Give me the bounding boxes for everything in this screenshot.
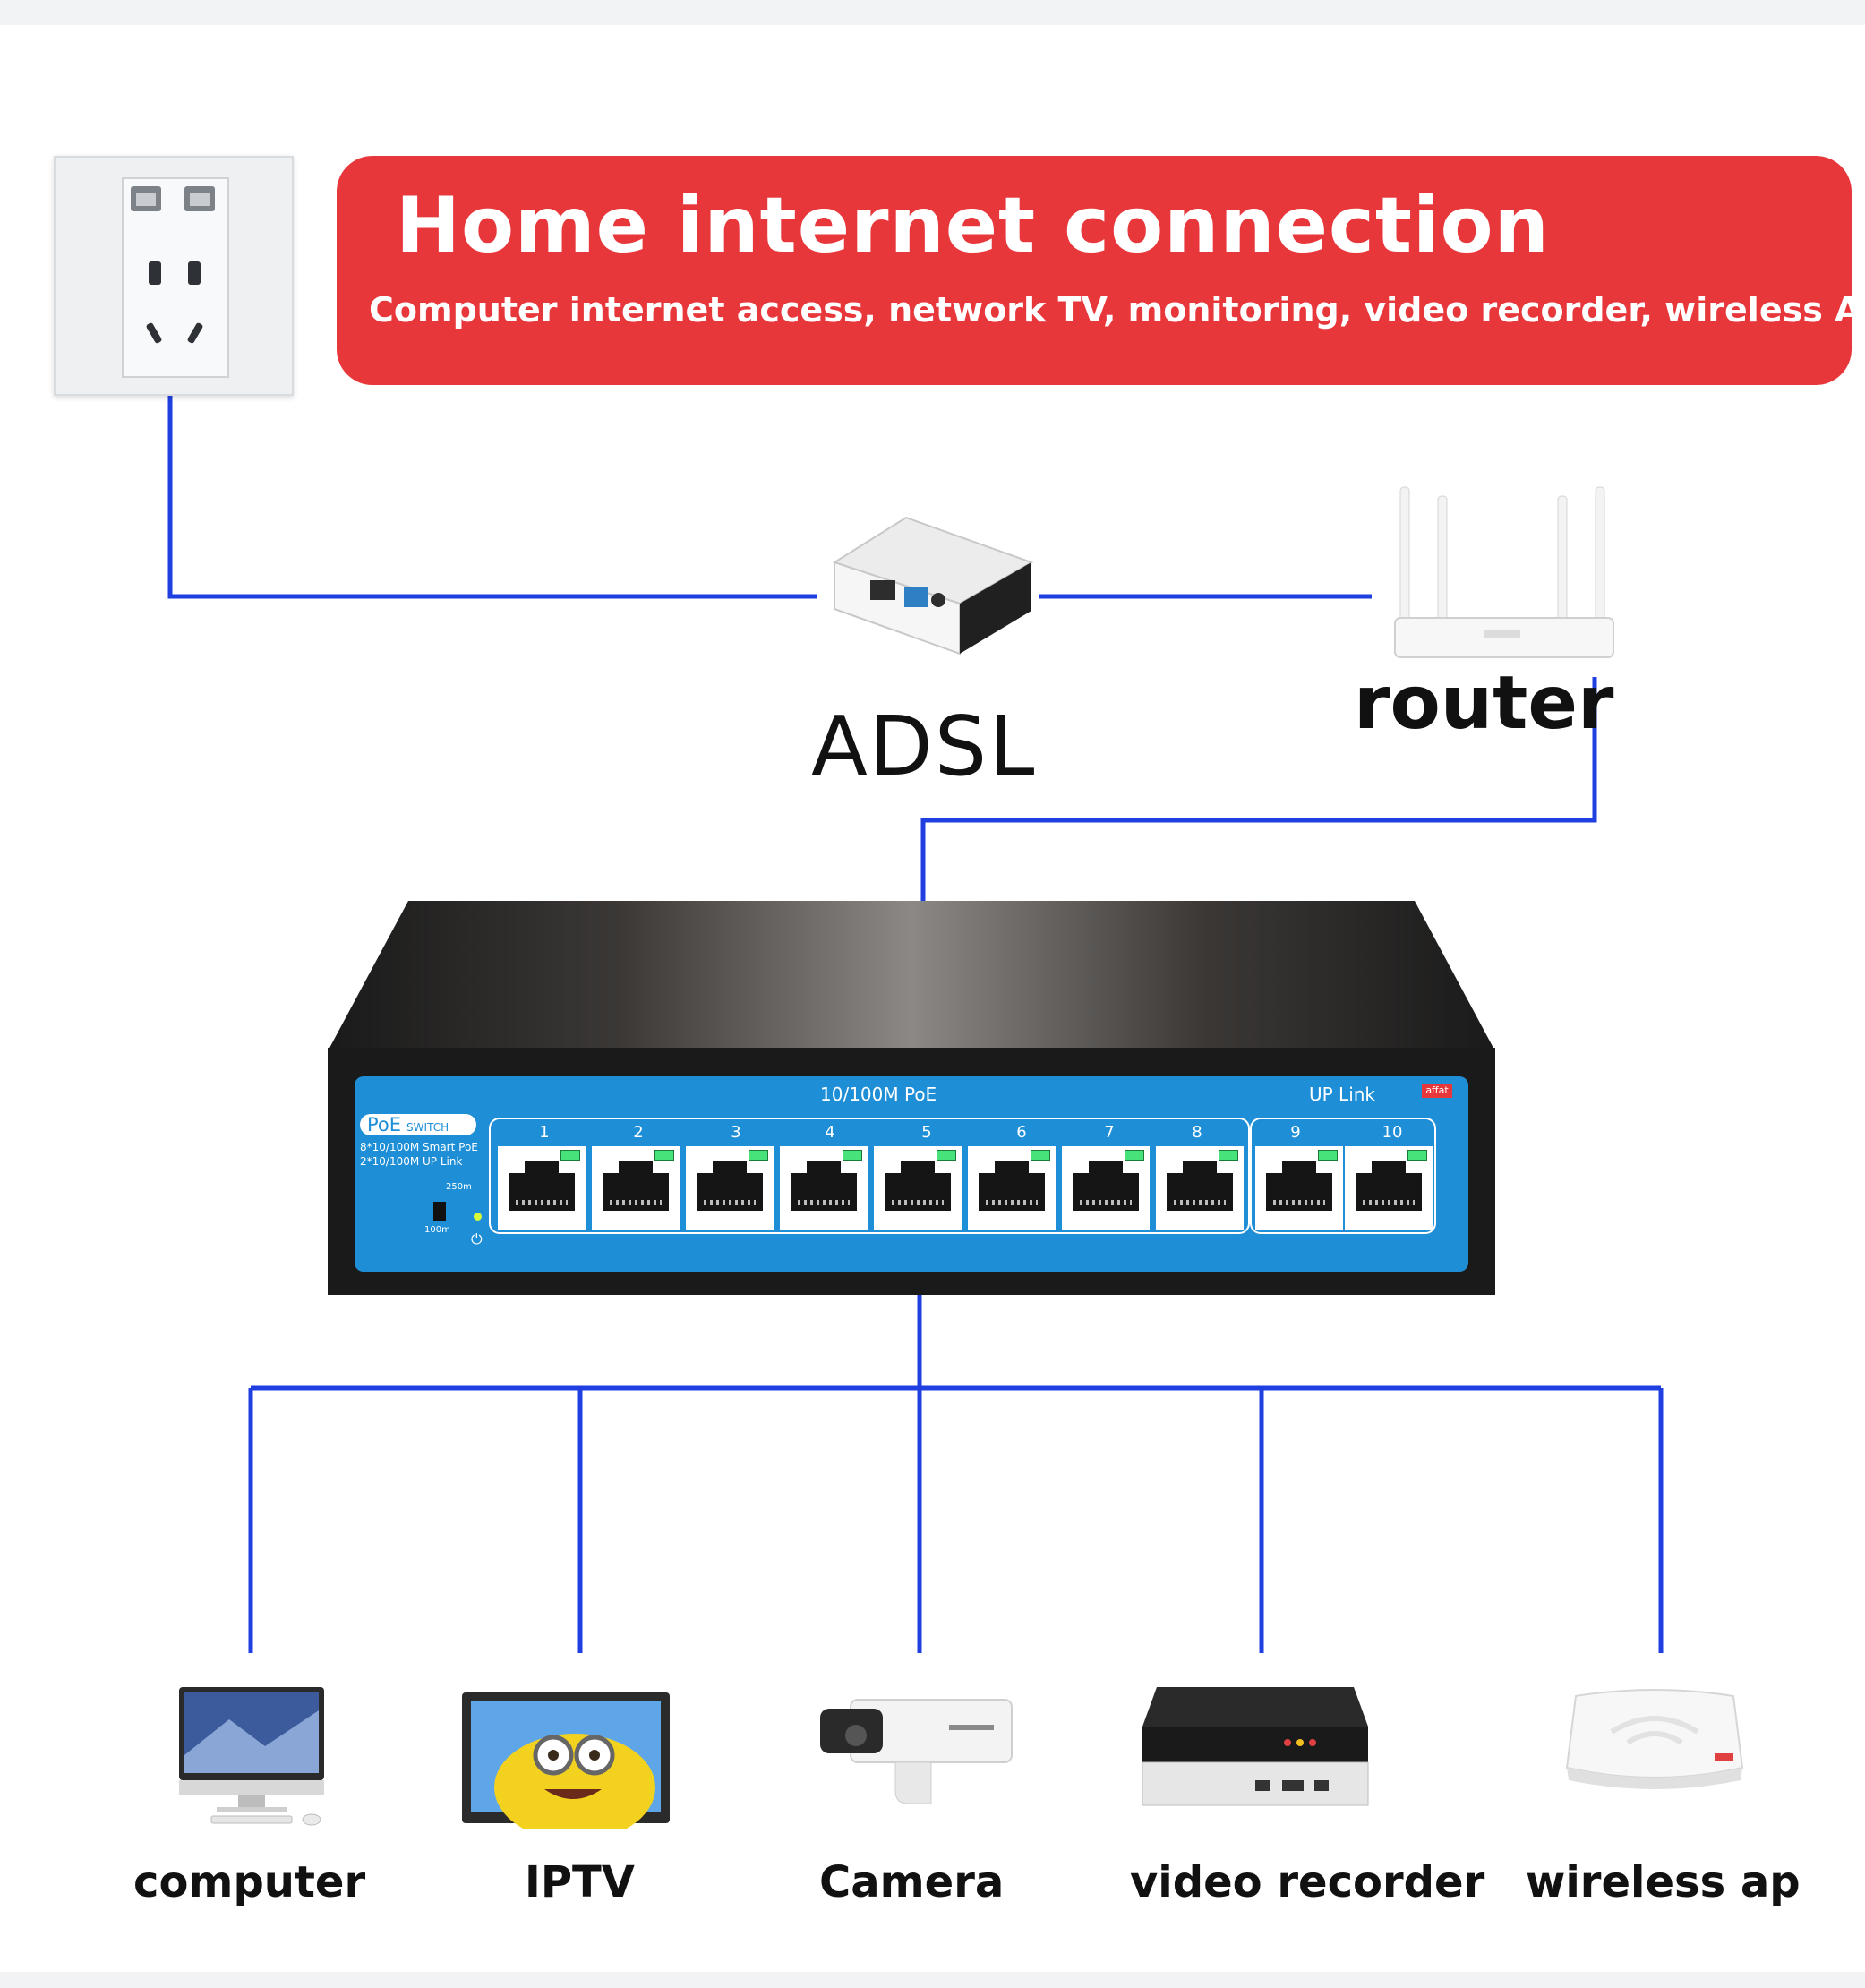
port-number: 5 bbox=[921, 1123, 932, 1142]
socket-plate bbox=[122, 177, 229, 378]
ethernet-port-icon[interactable] bbox=[1062, 1146, 1150, 1230]
ethernet-port-icon[interactable] bbox=[1345, 1146, 1433, 1230]
ethernet-port-icon[interactable] bbox=[874, 1146, 962, 1230]
device-label-iptv: IPTV bbox=[525, 1857, 635, 1907]
router-label: router bbox=[1354, 661, 1614, 746]
ethernet-port-icon[interactable] bbox=[1156, 1146, 1244, 1230]
poe-ports-title: 10/100M PoE bbox=[820, 1084, 937, 1105]
status-led-icon bbox=[474, 1213, 482, 1221]
socket-pin-icon bbox=[149, 261, 161, 285]
poe-badge-main: PoE bbox=[367, 1114, 402, 1135]
banner-subtitle: Computer internet access, network TV, mo… bbox=[369, 290, 1865, 330]
poe-port-group bbox=[489, 1118, 1250, 1234]
device-label-recorder: video recorder bbox=[1130, 1857, 1485, 1907]
spec-line-1: 8*10/100M Smart PoE bbox=[360, 1141, 478, 1153]
adsl-label: ADSL bbox=[811, 698, 1037, 794]
computer-icon bbox=[179, 1687, 324, 1826]
port-number: 9 bbox=[1290, 1123, 1301, 1142]
bottom-band bbox=[0, 1972, 1865, 1988]
power-icon: ⏻ bbox=[471, 1230, 483, 1247]
spec-line-2: 2*10/100M UP Link bbox=[360, 1155, 463, 1168]
ethernet-port-icon[interactable] bbox=[780, 1146, 868, 1230]
socket-pin-icon bbox=[188, 261, 201, 285]
ethernet-port-icon[interactable] bbox=[592, 1146, 680, 1230]
socket-pin-icon bbox=[186, 321, 204, 345]
port-number: 7 bbox=[1104, 1123, 1115, 1142]
wall-socket-icon bbox=[54, 156, 294, 396]
ethernet-port-icon[interactable] bbox=[968, 1146, 1056, 1230]
top-band bbox=[0, 0, 1865, 25]
poe-badge-small: SWITCH bbox=[406, 1121, 449, 1134]
dip-label-bottom: 100m bbox=[424, 1225, 450, 1235]
rj45-jack-icon bbox=[131, 186, 161, 211]
title-banner: Home internet connection Computer intern… bbox=[337, 156, 1865, 385]
poe-switch-badge: PoE SWITCH bbox=[360, 1114, 476, 1135]
dip-label-top: 250m bbox=[446, 1182, 472, 1192]
port-number: 10 bbox=[1382, 1123, 1403, 1142]
device-label-computer: computer bbox=[133, 1857, 366, 1907]
port-number: 4 bbox=[825, 1123, 835, 1142]
port-number: 2 bbox=[633, 1123, 644, 1142]
adsl-modem-icon bbox=[832, 516, 1034, 656]
brand-logo: affat bbox=[1422, 1084, 1452, 1098]
switch-panel: 10/100M PoE UP Link affat PoE SWITCH 8*10… bbox=[355, 1076, 1468, 1272]
uplink-title: UP Link bbox=[1309, 1084, 1376, 1105]
ethernet-port-icon[interactable] bbox=[1255, 1146, 1343, 1230]
router-icon bbox=[1394, 486, 1614, 658]
banner-title: Home internet connection bbox=[396, 181, 1550, 270]
port-number: 6 bbox=[1016, 1123, 1027, 1142]
port-number: 8 bbox=[1192, 1123, 1202, 1142]
device-label-camera: Camera bbox=[819, 1857, 1005, 1907]
wire-router-to-switch bbox=[920, 677, 1597, 901]
device-label-ap: wireless ap bbox=[1526, 1857, 1801, 1907]
uplink-port-group bbox=[1250, 1118, 1436, 1234]
camera-icon bbox=[820, 1699, 1013, 1804]
access-point-icon bbox=[1565, 1689, 1744, 1789]
rj45-jack-icon bbox=[184, 186, 215, 211]
port-number: 3 bbox=[731, 1123, 741, 1142]
port-number: 1 bbox=[539, 1123, 550, 1142]
ethernet-port-icon[interactable] bbox=[498, 1146, 586, 1230]
ethernet-port-icon[interactable] bbox=[686, 1146, 774, 1230]
tv-icon bbox=[462, 1692, 670, 1829]
socket-pin-icon bbox=[145, 321, 163, 345]
dip-switch-icon bbox=[433, 1202, 446, 1221]
switch-top-cover bbox=[328, 901, 1495, 1051]
nvr-icon bbox=[1142, 1687, 1369, 1806]
